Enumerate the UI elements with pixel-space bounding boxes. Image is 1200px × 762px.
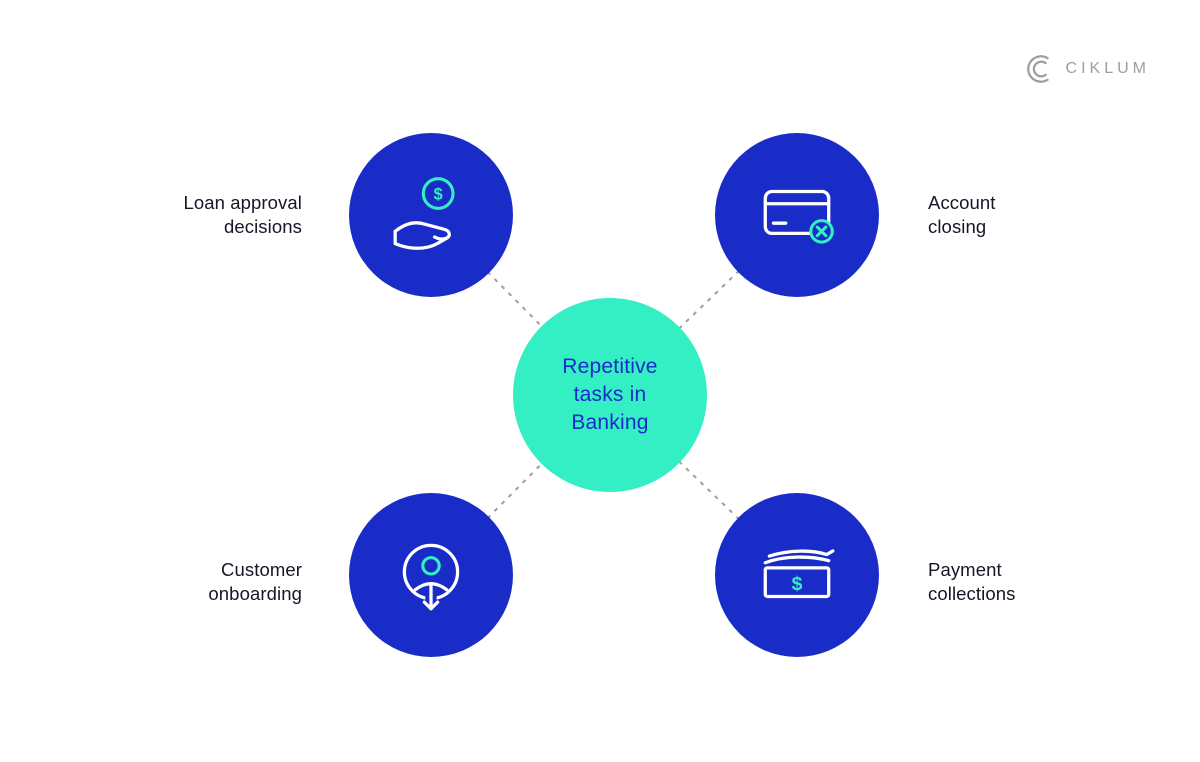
label-line: onboarding	[208, 583, 302, 604]
label-line: closing	[928, 216, 987, 237]
ciklum-mark-icon	[1026, 55, 1049, 83]
hand-coin-icon: $	[393, 177, 455, 250]
brand-logo: CIKLUM	[1025, 53, 1150, 85]
label-line: collections	[928, 583, 1016, 604]
banknote-middle-edge	[763, 555, 831, 565]
center-node-label: Repetitive tasks in Banking	[562, 353, 657, 436]
node-customer-onboarding	[349, 493, 513, 657]
hand-top-outline	[393, 221, 451, 241]
person-shoulders	[413, 582, 449, 592]
label-line: Customer	[221, 559, 302, 580]
center-label-line: Repetitive	[562, 355, 658, 379]
card-outline	[763, 189, 831, 236]
center-label-line: Banking	[571, 410, 649, 434]
banknote-dollar-glyph: $	[792, 573, 803, 595]
hand-bottom-outline	[393, 229, 449, 250]
brand-logo-text: CIKLUM	[1065, 60, 1150, 77]
credit-card-close-icon	[763, 189, 834, 244]
node-payment-collections: $	[715, 493, 879, 657]
label-line: Account	[928, 192, 996, 213]
banknote-top-edge	[767, 549, 835, 558]
node-account-closing	[715, 133, 879, 297]
center-node: Repetitive tasks in Banking	[513, 298, 707, 492]
label-account-closing: Account closing	[928, 191, 996, 239]
person-head	[421, 556, 441, 576]
coin-dollar-glyph: $	[434, 186, 443, 204]
node-loan-approval-decisions: $	[349, 133, 513, 297]
label-line: Loan approval	[183, 192, 302, 213]
label-line: Payment	[928, 559, 1002, 580]
label-payment-collections: Payment collections	[928, 558, 1015, 606]
label-customer-onboarding: Customer onboarding	[208, 558, 302, 606]
label-line: decisions	[223, 216, 302, 237]
logo-inner-arc	[1032, 60, 1047, 78]
coin-circle	[421, 177, 455, 210]
logo-outer-arc	[1026, 55, 1049, 83]
close-x-glyph	[815, 225, 828, 238]
down-arrow-head	[422, 600, 440, 611]
label-loan-approval-decisions: Loan approval decisions	[183, 191, 302, 239]
person-download-icon	[402, 543, 460, 616]
banknote-front	[763, 566, 831, 599]
cash-stack-icon: $	[763, 549, 835, 599]
center-label-line: tasks in	[573, 383, 647, 407]
